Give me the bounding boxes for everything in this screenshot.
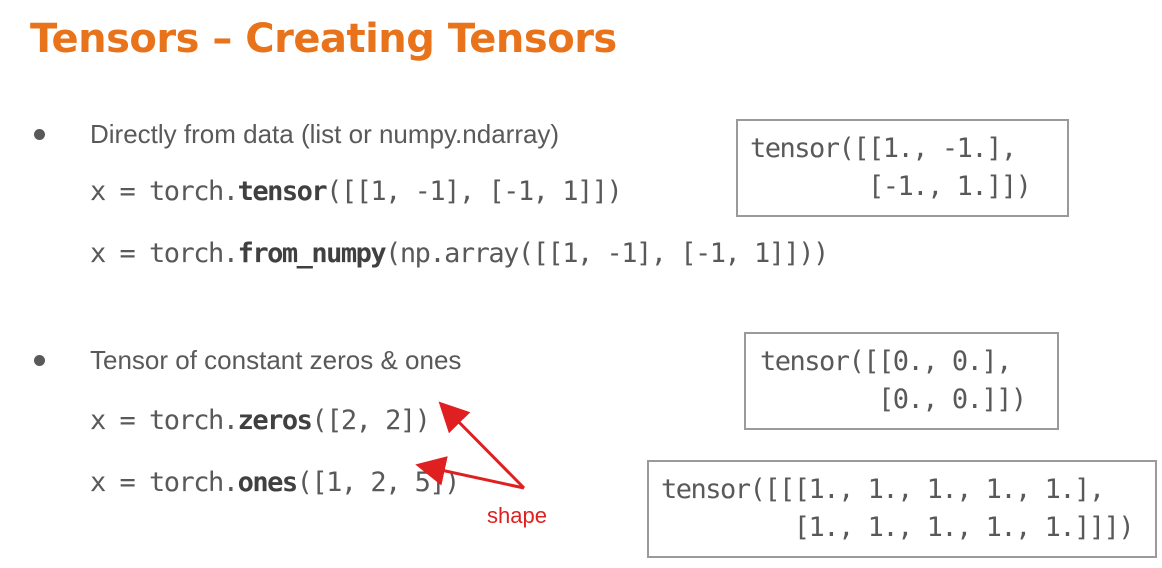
output-line-2: [-1., 1.]]) — [750, 171, 1032, 202]
output-line-1: tensor([[[1., 1., 1., 1., 1.], — [661, 474, 1105, 505]
bullet-dot-2 — [34, 355, 45, 366]
output-line-1: tensor([[0., 0.], — [760, 346, 1012, 377]
bullet-text-direct-from-data: Directly from data (list or numpy.ndarra… — [90, 119, 560, 149]
code-line-torch-tensor: x = torch.tensor([[1, -1], [-1, 1]]) — [90, 176, 623, 207]
code-args: ([1, 2, 5]) — [296, 467, 461, 498]
bullet-dot-1 — [34, 129, 45, 140]
code-line-torch-ones: x = torch.ones([1, 2, 5]) — [90, 467, 461, 498]
shape-annotation-label: shape — [487, 503, 547, 528]
code-function-name: ones — [237, 467, 299, 498]
code-function-name: from_numpy — [237, 238, 387, 269]
code-args: ([[1, -1], [-1, 1]]) — [326, 176, 623, 207]
code-args: ([2, 2]) — [311, 405, 431, 436]
code-line-torch-from-numpy: x = torch.from_numpy(np.array([[1, -1], … — [90, 238, 829, 269]
output-line-2: [0., 0.]]) — [760, 384, 1027, 415]
output-box-tensor: tensor([[1., -1.], [-1., 1.]]) — [736, 119, 1069, 217]
code-prefix: x = torch. — [90, 176, 239, 207]
bullet-text-constant-zeros-ones: Tensor of constant zeros & ones — [90, 345, 462, 375]
code-function-name: zeros — [237, 405, 313, 436]
output-line-1: tensor([[1., -1.], — [750, 133, 1017, 164]
output-box-ones: tensor([[[1., 1., 1., 1., 1.], [1., 1., … — [647, 460, 1157, 558]
code-args: (np.array([[1, -1], [-1, 1]])) — [385, 238, 829, 269]
output-box-zeros: tensor([[0., 0.], [0., 0.]]) — [744, 332, 1059, 430]
output-line-2: [1., 1., 1., 1., 1.]]]) — [661, 512, 1135, 543]
code-prefix: x = torch. — [90, 238, 239, 269]
code-line-torch-zeros: x = torch.zeros([2, 2]) — [90, 405, 431, 436]
slide-title: Tensors – Creating Tensors — [30, 16, 617, 62]
code-prefix: x = torch. — [90, 467, 239, 498]
code-function-name: tensor — [237, 176, 328, 207]
code-prefix: x = torch. — [90, 405, 239, 436]
